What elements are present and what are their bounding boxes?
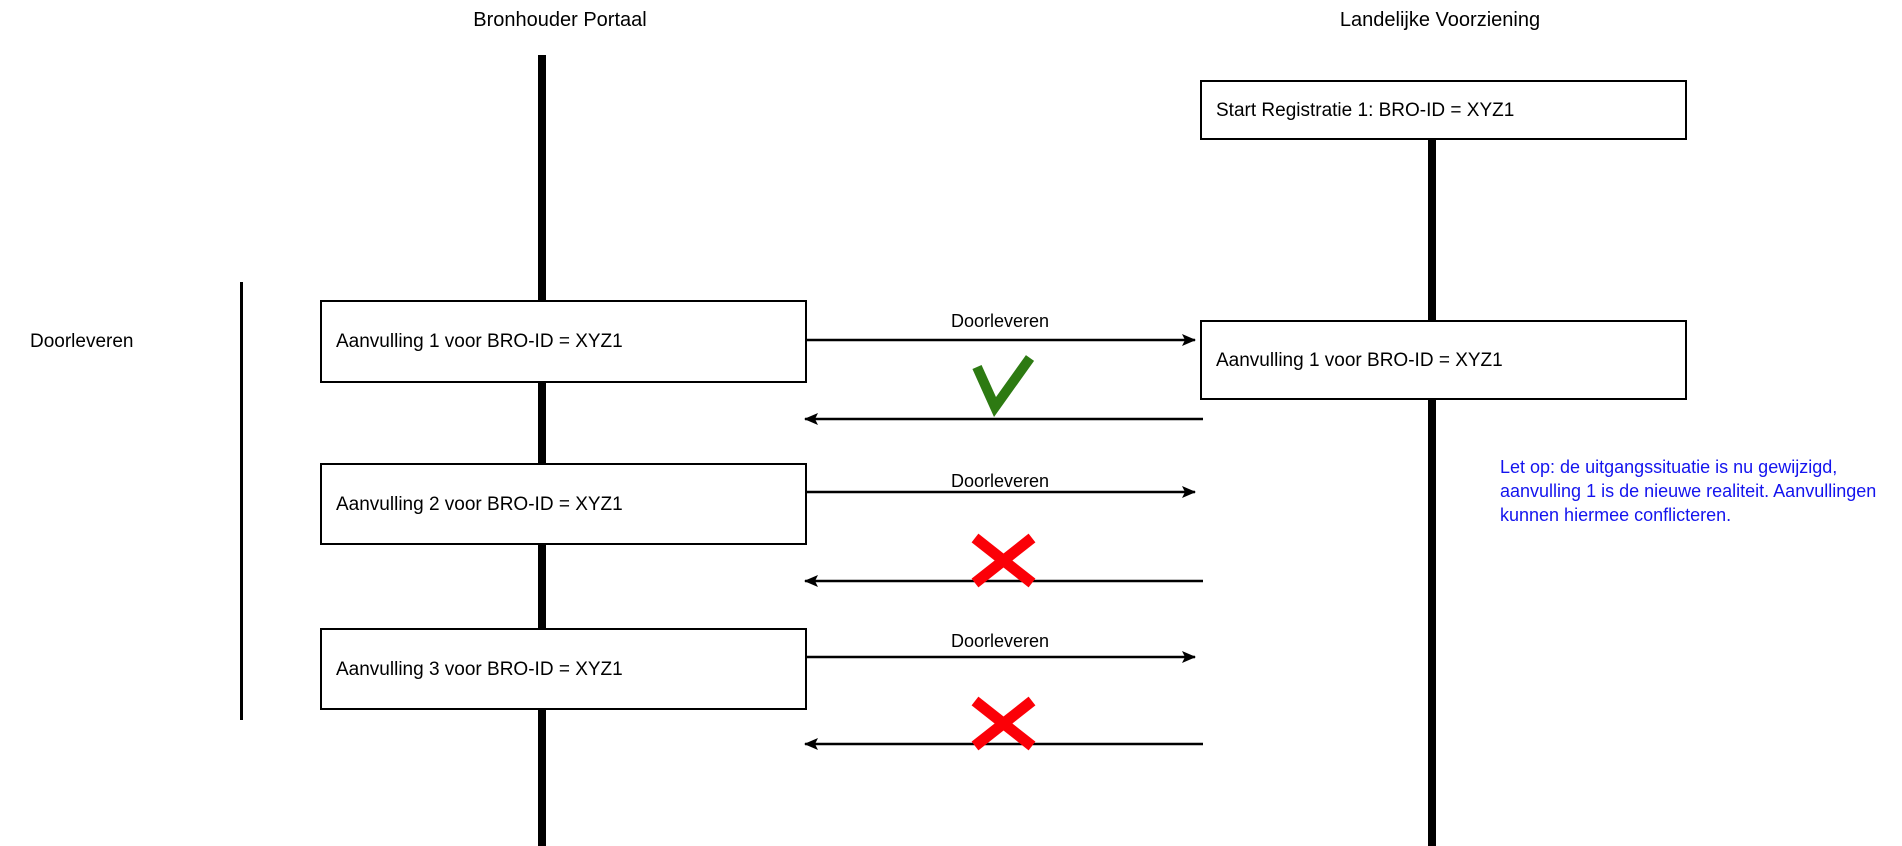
cross-mark-icon-2	[971, 696, 1036, 751]
aanvulling-1-source-box[interactable]: Aanvulling 1 voor BRO-ID = XYZ1	[320, 300, 807, 383]
group-label-doorleveren: Doorleveren	[30, 331, 134, 352]
check-mark-icon-1	[972, 355, 1035, 417]
lane-title-bronhouder-portaal: Bronhouder Portaal	[473, 9, 647, 31]
lifeline-landelijke-voorziening-top	[1428, 138, 1436, 324]
aanvulling-3-source-box[interactable]: Aanvulling 3 voor BRO-ID = XYZ1	[320, 628, 807, 710]
arrow-label-doorleveren-2: Doorleveren	[950, 471, 1050, 491]
lane-title-landelijke-voorziening: Landelijke Voorziening	[1339, 9, 1541, 31]
arrow-label-doorleveren-3: Doorleveren	[950, 631, 1050, 651]
lifeline-bronhouder-portaal-top	[538, 55, 546, 305]
aanvulling-1-target-box[interactable]: Aanvulling 1 voor BRO-ID = XYZ1	[1200, 320, 1687, 400]
lifeline-bronhouder-portaal-bottom	[538, 707, 546, 846]
group-bracket-doorleveren	[240, 282, 243, 720]
cross-mark-icon-1	[971, 533, 1036, 588]
arrow-label-doorleveren-1: Doorleveren	[950, 311, 1050, 331]
aanvulling-2-source-box[interactable]: Aanvulling 2 voor BRO-ID = XYZ1	[320, 463, 807, 545]
note-uitgangssituatie: Let op: de uitgangssituatie is nu gewijz…	[1500, 457, 1877, 525]
start-registratie-box[interactable]: Start Registratie 1: BRO-ID = XYZ1	[1200, 80, 1687, 140]
lifeline-landelijke-voorziening-bottom	[1428, 398, 1436, 846]
lifeline-bronhouder-portaal-seg2	[538, 380, 546, 468]
lifeline-bronhouder-portaal-seg3	[538, 543, 546, 631]
